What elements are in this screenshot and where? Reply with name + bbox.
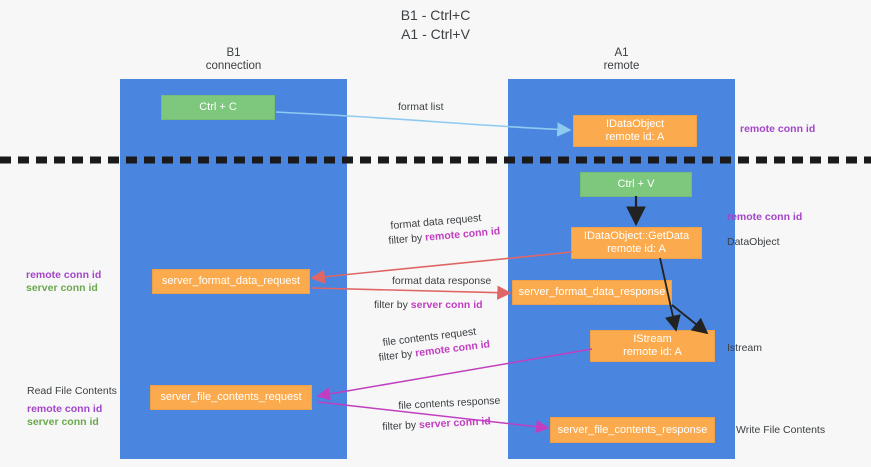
node-istream-sublabel: remote id: A: [623, 346, 682, 358]
edge-file-contents-request: [316, 348, 593, 401]
lane-title-b1: B1 connection: [205, 47, 262, 72]
node-server-file-contents-response[interactable]: server_file_contents_response: [550, 417, 715, 443]
left-label-read-file-contents: Read File Contents: [27, 385, 117, 397]
edge-file-contents-response: [317, 401, 550, 434]
right-label-istream: Istream: [727, 342, 763, 354]
node-getdata-label: IDataObject::GetData: [583, 230, 690, 242]
right-label-remote-conn-id-top: remote conn id: [740, 123, 816, 135]
edge-format-list: [275, 111, 572, 137]
left-label-remote-conn-id: remote conn id: [26, 269, 102, 281]
node-server-file-contents-request[interactable]: server_file_contents_request: [150, 385, 312, 410]
node-ctrl-v[interactable]: Ctrl + V: [580, 172, 692, 197]
node-istream-label: IStream: [633, 333, 672, 345]
lane-title-a1: A1 remote: [603, 47, 640, 72]
left-label-server-conn-id: server conn id: [26, 282, 98, 294]
right-label-write-file-contents: Write File Contents: [736, 424, 826, 436]
right-label-dataobject: DataObject: [727, 236, 780, 248]
node-server-format-data-response[interactable]: server_format_data_response: [512, 280, 672, 305]
node-server-format-data-response-label: server_format_data_response: [518, 286, 666, 298]
edge-format-data-request: [310, 251, 573, 284]
node-server-file-contents-response-label: server_file_contents_response: [557, 423, 708, 436]
left-label-server-conn-id-2: server conn id: [27, 416, 99, 428]
edge-response-istream: [671, 304, 709, 335]
node-getdata[interactable]: IDataObject::GetData remote id: A: [571, 227, 702, 259]
filter-prefix: filter by: [374, 299, 411, 311]
node-ctrl-v-label: Ctrl + V: [617, 178, 655, 190]
node-server-format-data-request[interactable]: server_format_data_request: [152, 269, 310, 294]
node-ctrl-c-label: Ctrl + C: [199, 101, 237, 113]
filter-value: server conn id: [410, 299, 483, 311]
edge-getdata-istream: [659, 257, 681, 332]
node-server-format-data-request-label: server_format_data_request: [161, 275, 301, 287]
node-istream[interactable]: IStream remote id: A: [590, 330, 715, 362]
right-label-remote-conn-id-mid: remote conn id: [727, 211, 803, 223]
left-label-remote-conn-id-2: remote conn id: [27, 403, 103, 415]
node-idataobject-label: IDataObject: [605, 118, 665, 130]
node-ctrl-c[interactable]: Ctrl + C: [161, 95, 275, 120]
node-idataobject[interactable]: IDataObject remote id: A: [573, 115, 697, 147]
node-idataobject-sublabel: remote id: A: [605, 131, 665, 143]
node-getdata-sublabel: remote id: A: [607, 243, 666, 255]
edge-label-format-data-response: format data response: [392, 275, 492, 287]
edge-label-format-list: format list: [398, 101, 444, 113]
edge-format-data-response: [311, 285, 512, 300]
page-title: B1 - Ctrl+C A1 - Ctrl+V: [400, 7, 471, 42]
edge-label-format-data-response-filter: filter by server conn id: [374, 299, 483, 312]
node-server-file-contents-request-label: server_file_contents_request: [160, 391, 302, 403]
